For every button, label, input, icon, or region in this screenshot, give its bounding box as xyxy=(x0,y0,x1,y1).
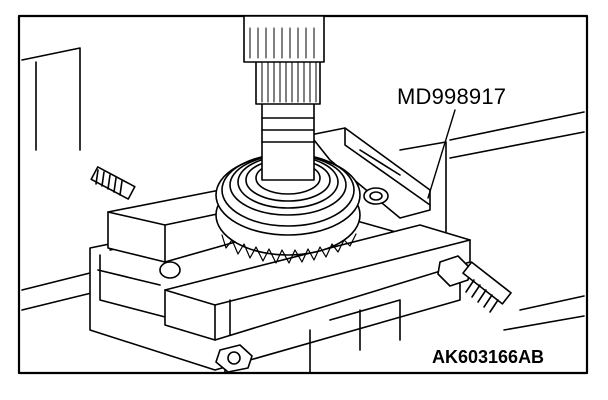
nut-back xyxy=(363,187,389,205)
tool-label: MD998917 xyxy=(397,84,507,109)
nut-bottom xyxy=(215,344,253,373)
press-plate-right xyxy=(164,224,471,341)
press-plate-back xyxy=(309,127,431,219)
callout-leader xyxy=(427,109,456,199)
nut-left xyxy=(159,261,181,279)
gear-teeth xyxy=(221,233,357,264)
shaft-splines xyxy=(261,61,317,103)
reference-code: AK603166AB xyxy=(432,347,545,367)
bolt-left xyxy=(90,166,136,200)
bolt-right xyxy=(437,255,512,313)
shaft-top-splines xyxy=(249,27,315,59)
shaft xyxy=(243,15,325,181)
